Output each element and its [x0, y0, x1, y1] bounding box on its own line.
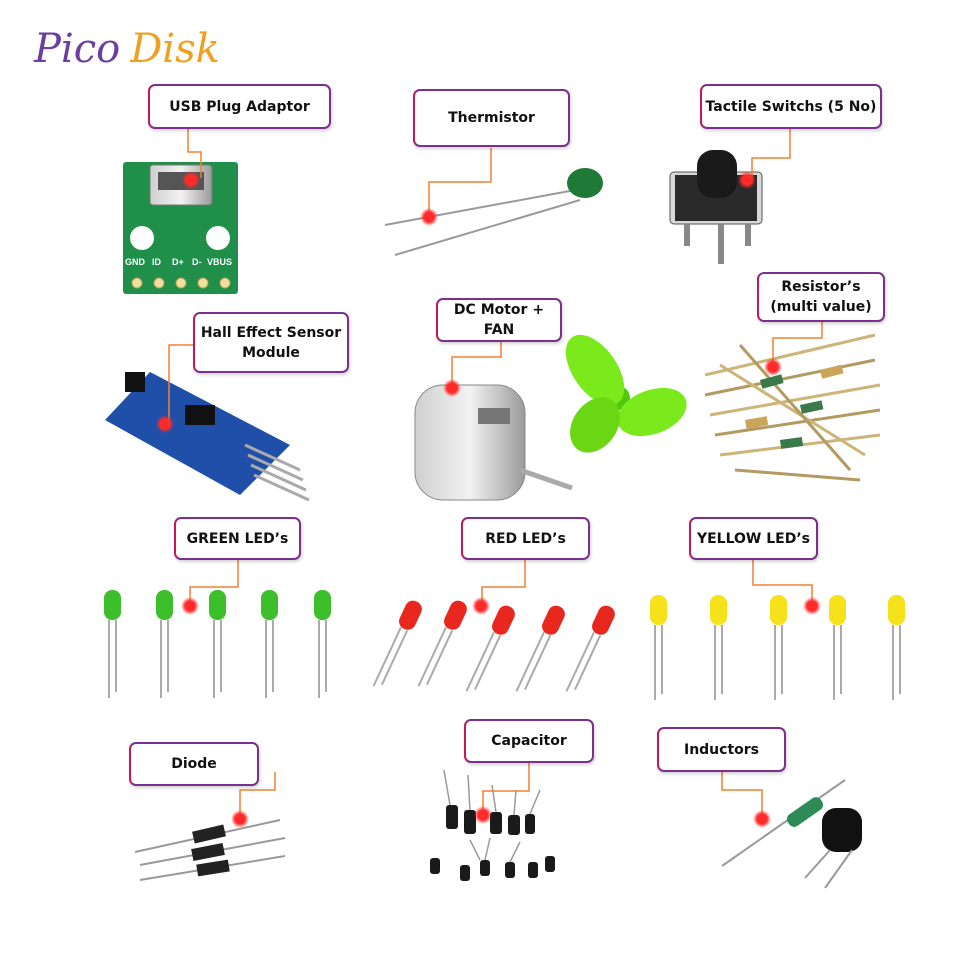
diodes	[134, 819, 286, 881]
green-led-2	[156, 590, 173, 698]
green-leds	[104, 590, 331, 698]
callout-connectors	[168, 128, 823, 818]
label-resistors: Resistor’s (multi value)	[757, 272, 885, 322]
label-resistor-line2: (multi value)	[770, 299, 872, 315]
marker-yellow-led	[803, 597, 821, 615]
yellow-led-3	[770, 595, 787, 700]
green-led-1	[104, 590, 121, 698]
marker-thermistor	[420, 208, 438, 226]
usb-pin-id: ID	[152, 257, 162, 267]
label-inductors: Inductors	[657, 727, 786, 772]
tactile-switch	[669, 150, 763, 264]
red-markers	[156, 171, 821, 828]
label-hall-line2: Module	[242, 344, 300, 361]
label-hall-line1: Hall Effect Sensor	[200, 324, 342, 341]
yellow-led-5	[888, 595, 905, 700]
resistor-pile	[704, 333, 881, 482]
label-inductors-text: Inductors	[683, 741, 759, 758]
dc-motor	[414, 384, 573, 501]
label-diode-text: Diode	[171, 756, 217, 772]
usb-pin-gnd: GND	[125, 257, 146, 267]
marker-diode	[231, 810, 249, 828]
marker-usb	[182, 171, 200, 189]
label-red-led-text: RED LED’s	[485, 530, 566, 547]
green-led-4	[261, 590, 278, 698]
label-dc-motor-fan: DC Motor + FAN	[436, 298, 562, 342]
hall-sensor-module	[105, 372, 310, 502]
label-green-leds: GREEN LED’s	[174, 517, 301, 560]
label-red-leds: RED LED’s	[461, 517, 590, 560]
yellow-leds	[650, 595, 905, 700]
label-usb-plug-adaptor: USB Plug Adaptor	[148, 84, 331, 129]
thermistor-component	[384, 168, 603, 256]
label-green-led-text: GREEN LED’s	[186, 530, 289, 547]
marker-capacitor	[474, 806, 492, 824]
marker-green-led	[181, 597, 199, 615]
label-capacitor-text: Capacitor	[491, 733, 567, 749]
logo-text-disk: Disk	[130, 26, 220, 72]
yellow-led-1	[650, 595, 667, 700]
label-capacitor: Capacitor	[464, 719, 594, 763]
usb-pin-dplus: D+	[172, 257, 184, 267]
label-hall-effect-sensor: Hall Effect Sensor Module	[193, 312, 349, 373]
capacitors	[430, 769, 555, 881]
usb-pin-vbus: VBUS	[207, 257, 232, 267]
marker-hall	[156, 415, 174, 433]
inductors	[721, 779, 862, 889]
label-thermistor: Thermistor	[413, 89, 570, 147]
yellow-led-2	[710, 595, 727, 700]
red-led-3	[465, 605, 515, 692]
red-led-1	[372, 600, 422, 687]
red-led-5	[565, 605, 615, 692]
logo-text-pico: Pico	[34, 26, 121, 72]
label-tactile-switchs: Tactile Switchs (5 No)	[700, 84, 882, 129]
usb-adaptor-board	[123, 162, 238, 294]
green-led-3	[209, 590, 226, 698]
label-resistor-line1: Resistor’s	[781, 279, 861, 295]
label-thermistor-text: Thermistor	[448, 110, 535, 126]
red-led-4	[515, 605, 565, 692]
marker-dcmotor	[443, 379, 461, 397]
marker-inductor	[753, 810, 771, 828]
label-diode: Diode	[129, 742, 259, 786]
label-yellow-led-text: YELLOW LED’s	[696, 530, 811, 547]
label-yellow-leds: YELLOW LED’s	[689, 517, 818, 560]
label-usb-text: USB Plug Adaptor	[169, 98, 310, 115]
fan-propeller	[565, 334, 687, 453]
green-led-5	[314, 590, 331, 698]
marker-red-led	[472, 597, 490, 615]
label-dcmotor-text: DC Motor + FAN	[453, 302, 545, 338]
marker-tactile	[738, 171, 756, 189]
marker-resistor	[764, 358, 782, 376]
usb-pin-dminus: D-	[192, 257, 202, 267]
red-led-2	[417, 600, 467, 687]
red-leds	[372, 600, 615, 692]
label-tactile-text: Tactile Switchs (5 No)	[705, 98, 877, 115]
yellow-led-4	[829, 595, 846, 700]
